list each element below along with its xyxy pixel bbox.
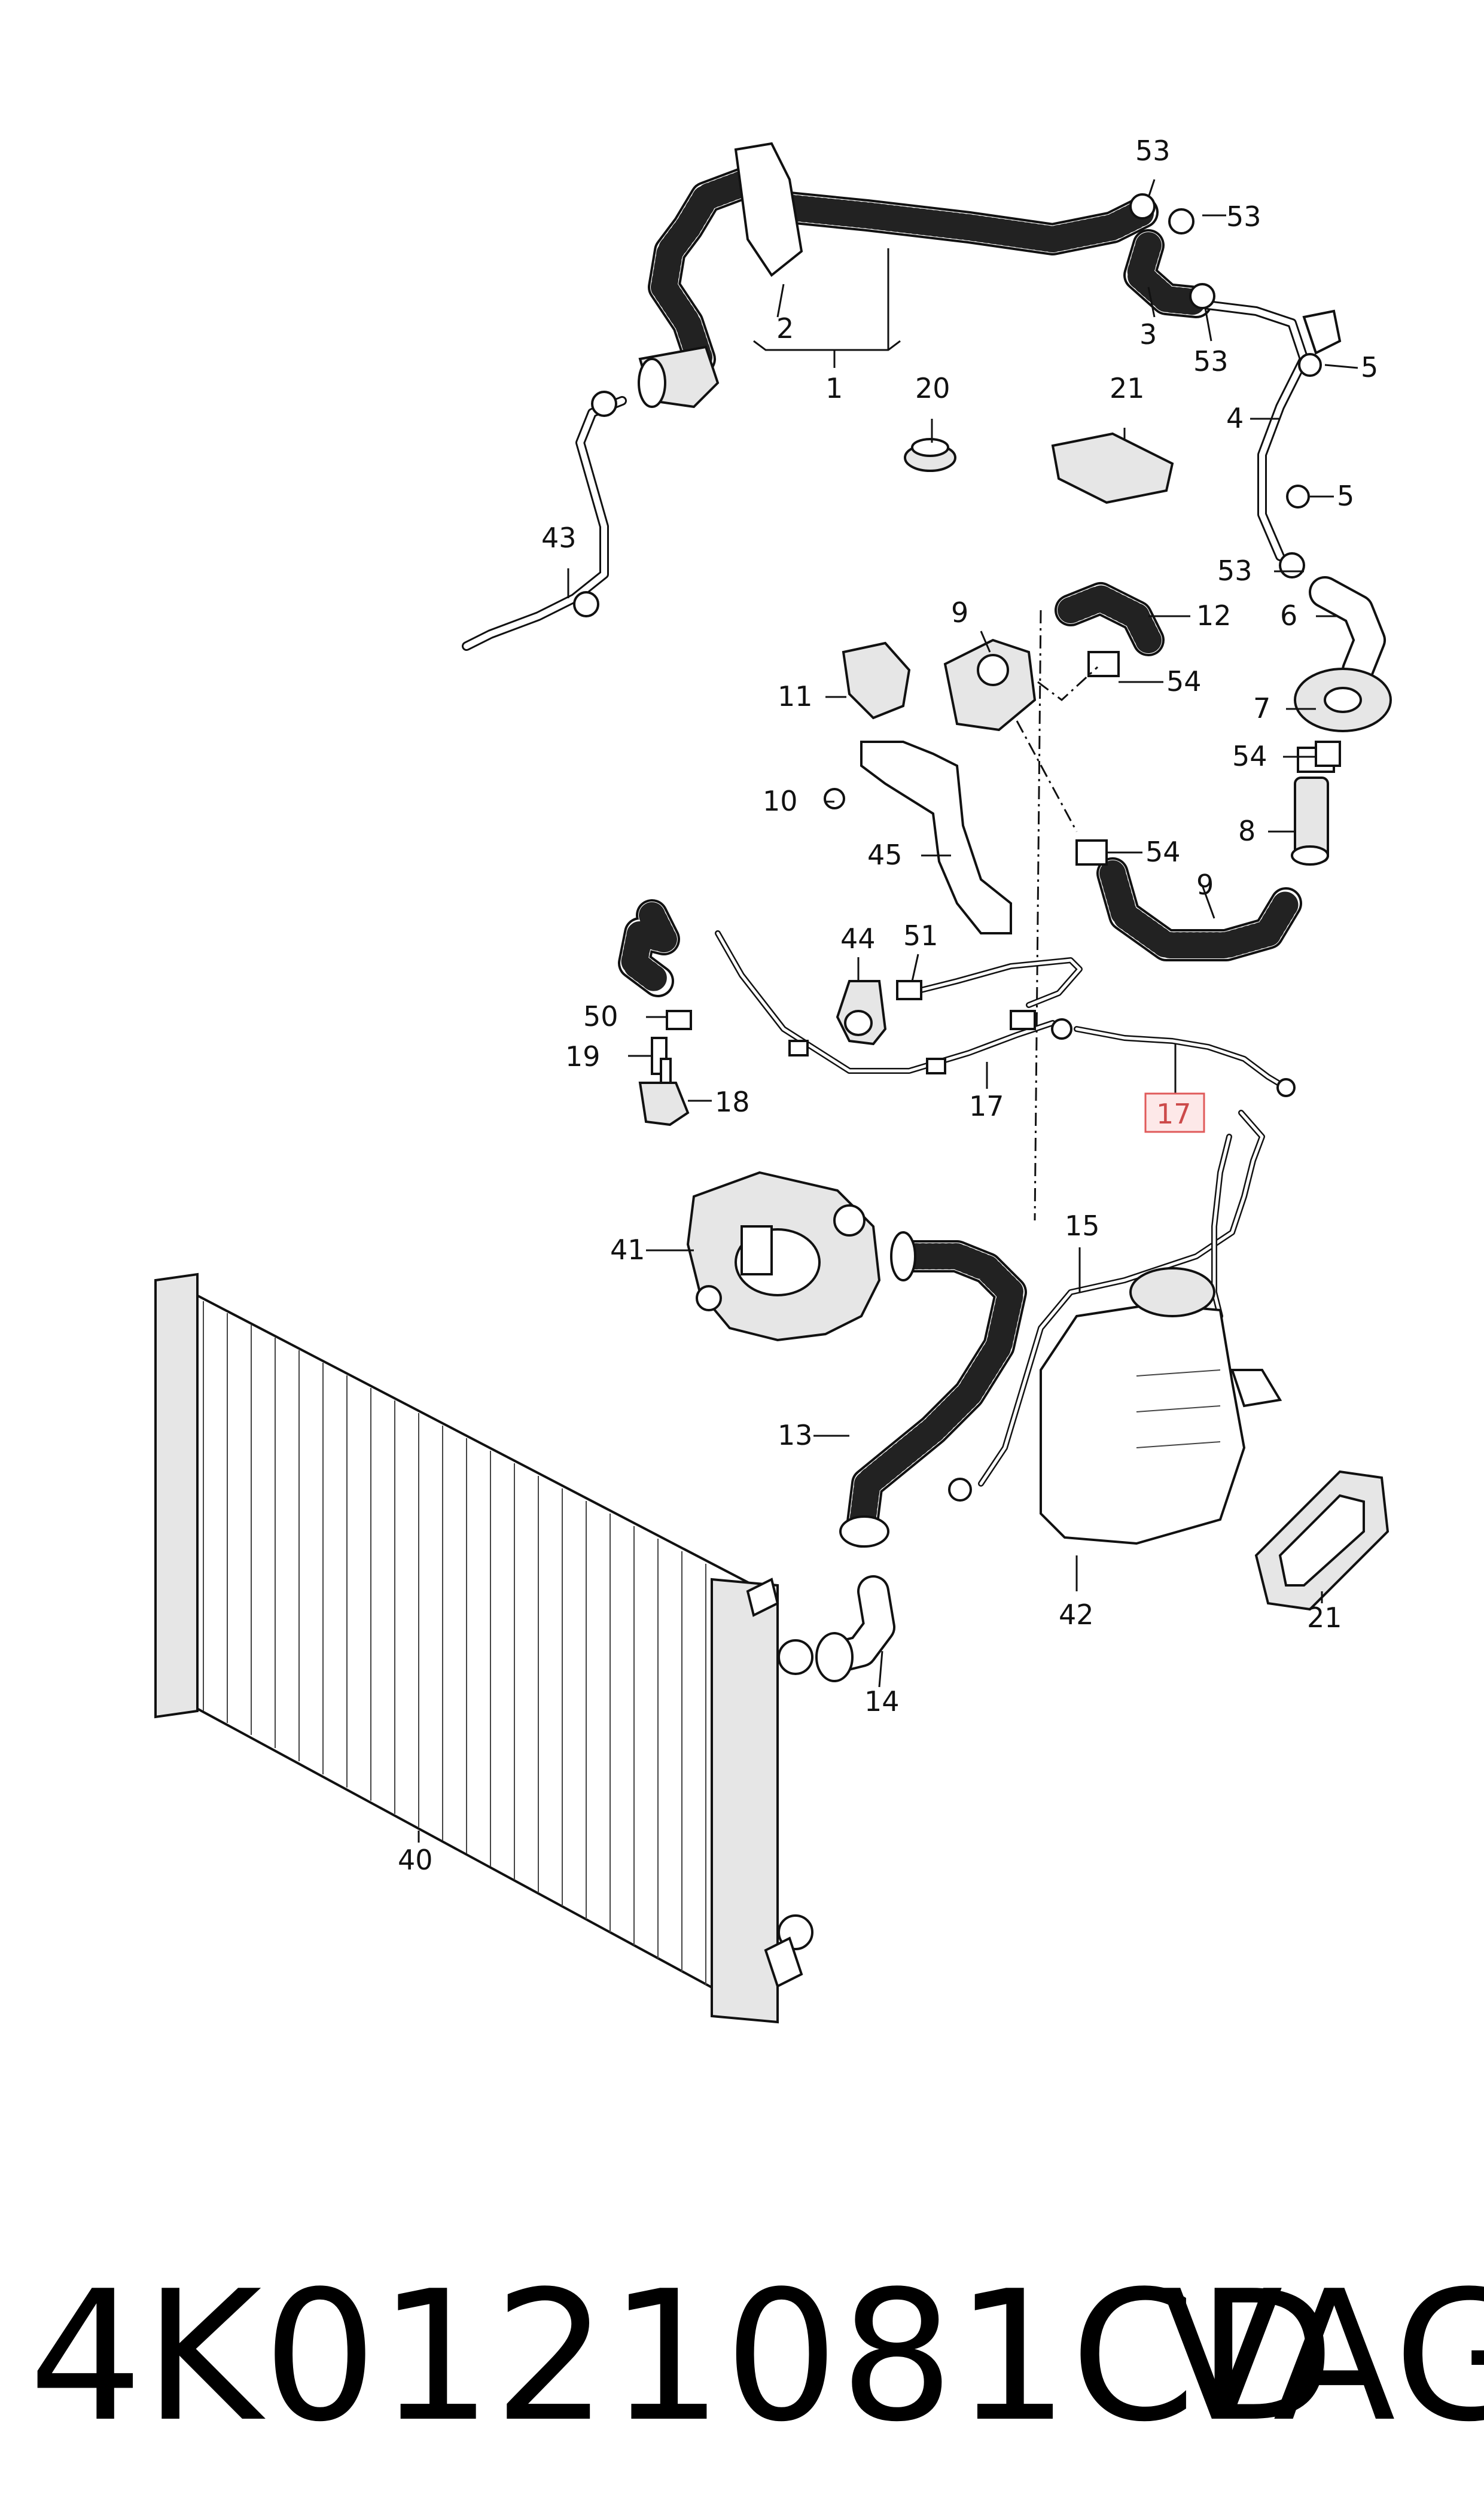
callout-51: 51 <box>903 919 938 952</box>
hose-1-top-coolant-hose <box>462 142 1159 651</box>
callout-54-a: 54 <box>1166 665 1202 698</box>
pipe-18-assembly <box>618 899 1083 1126</box>
callout-3: 3 <box>1139 318 1157 351</box>
callout-45: 45 <box>867 839 903 871</box>
brand-label: VAG <box>1160 2252 1484 2461</box>
callout-42: 42 <box>1059 1599 1094 1631</box>
thermostat-housing-41 <box>686 1171 881 1342</box>
callout-18: 17 <box>969 1090 1004 1122</box>
callout-6: 6 <box>1280 599 1297 632</box>
part-number: 4K0121081CD <box>29 2252 1337 2461</box>
callout-53-b: 53 <box>1226 200 1261 233</box>
hose-6-flange-7-connector-8 <box>1291 576 1392 866</box>
callout-50: 50 <box>583 1000 618 1033</box>
callout-17-highlight: 17 <box>1144 1092 1205 1133</box>
pipe-17-highlighted <box>1074 1026 1296 1097</box>
leader-lines <box>418 179 1358 1843</box>
callout-54-c: 54 <box>1145 836 1181 868</box>
radiator-40 <box>154 1272 813 2024</box>
hose-14-and-hose-15 <box>815 1231 1027 1682</box>
callout-16: 15 <box>1065 1210 1100 1242</box>
callout-19: 18 <box>715 1086 750 1118</box>
callout-4: 4 <box>1226 402 1244 434</box>
callout-53-d: 53 <box>1217 555 1253 587</box>
callout-8: 8 <box>1238 815 1256 847</box>
callout-7: 7 <box>1253 692 1270 724</box>
routing-line-b <box>1016 720 1078 832</box>
expansion-tank-42 <box>1040 1267 1282 1545</box>
callout-22: 20 <box>915 372 950 404</box>
callout-53-a: 53 <box>1135 135 1171 167</box>
callout-14: 13 <box>778 1419 813 1451</box>
exploded-parts-diagram: 53 53 2 1 3 53 5 4 20 21 5 43 53 9 12 6 … <box>154 135 1392 2024</box>
callout-44: 44 <box>840 922 876 955</box>
seal-21 <box>1254 1470 1389 1611</box>
pump-10-bracket-45 <box>824 638 1037 934</box>
callout-20: 19 <box>565 1040 601 1073</box>
grommet-22 <box>904 438 956 472</box>
callout-17: 17 <box>1156 1098 1192 1130</box>
callout-40: 40 <box>398 1844 433 1876</box>
radiator-fins <box>203 1301 706 1985</box>
callout-23: 21 <box>1110 372 1145 404</box>
callout-11: 10 <box>763 785 798 817</box>
callout-2: 2 <box>776 312 794 345</box>
routing-line-a <box>1034 610 1042 1221</box>
callout-41: 41 <box>610 1234 645 1266</box>
callout-5-a: 5 <box>1361 351 1378 383</box>
callout-5-b: 5 <box>1337 480 1354 512</box>
callout-10: 9 <box>951 596 968 629</box>
callout-1: 1 <box>825 372 843 404</box>
callout-43: 43 <box>541 522 577 554</box>
callouts: 53 53 2 1 3 53 5 4 20 21 5 43 53 9 12 6 … <box>398 135 1378 1876</box>
callout-12: 11 <box>778 680 813 713</box>
callout-53-c: 53 <box>1193 345 1229 377</box>
gasket-23 <box>1051 432 1174 504</box>
callout-13: 12 <box>1196 599 1232 632</box>
routing-line-c <box>1037 666 1099 701</box>
callout-9: 9 <box>1196 869 1214 901</box>
callout-15: 14 <box>864 1685 900 1718</box>
callout-54-b: 54 <box>1232 740 1267 772</box>
callout-21: 21 <box>1307 1601 1342 1634</box>
hose-9-and-hose-13 <box>1055 582 1341 961</box>
hose-3-and-pipe-4 <box>1123 193 1342 578</box>
